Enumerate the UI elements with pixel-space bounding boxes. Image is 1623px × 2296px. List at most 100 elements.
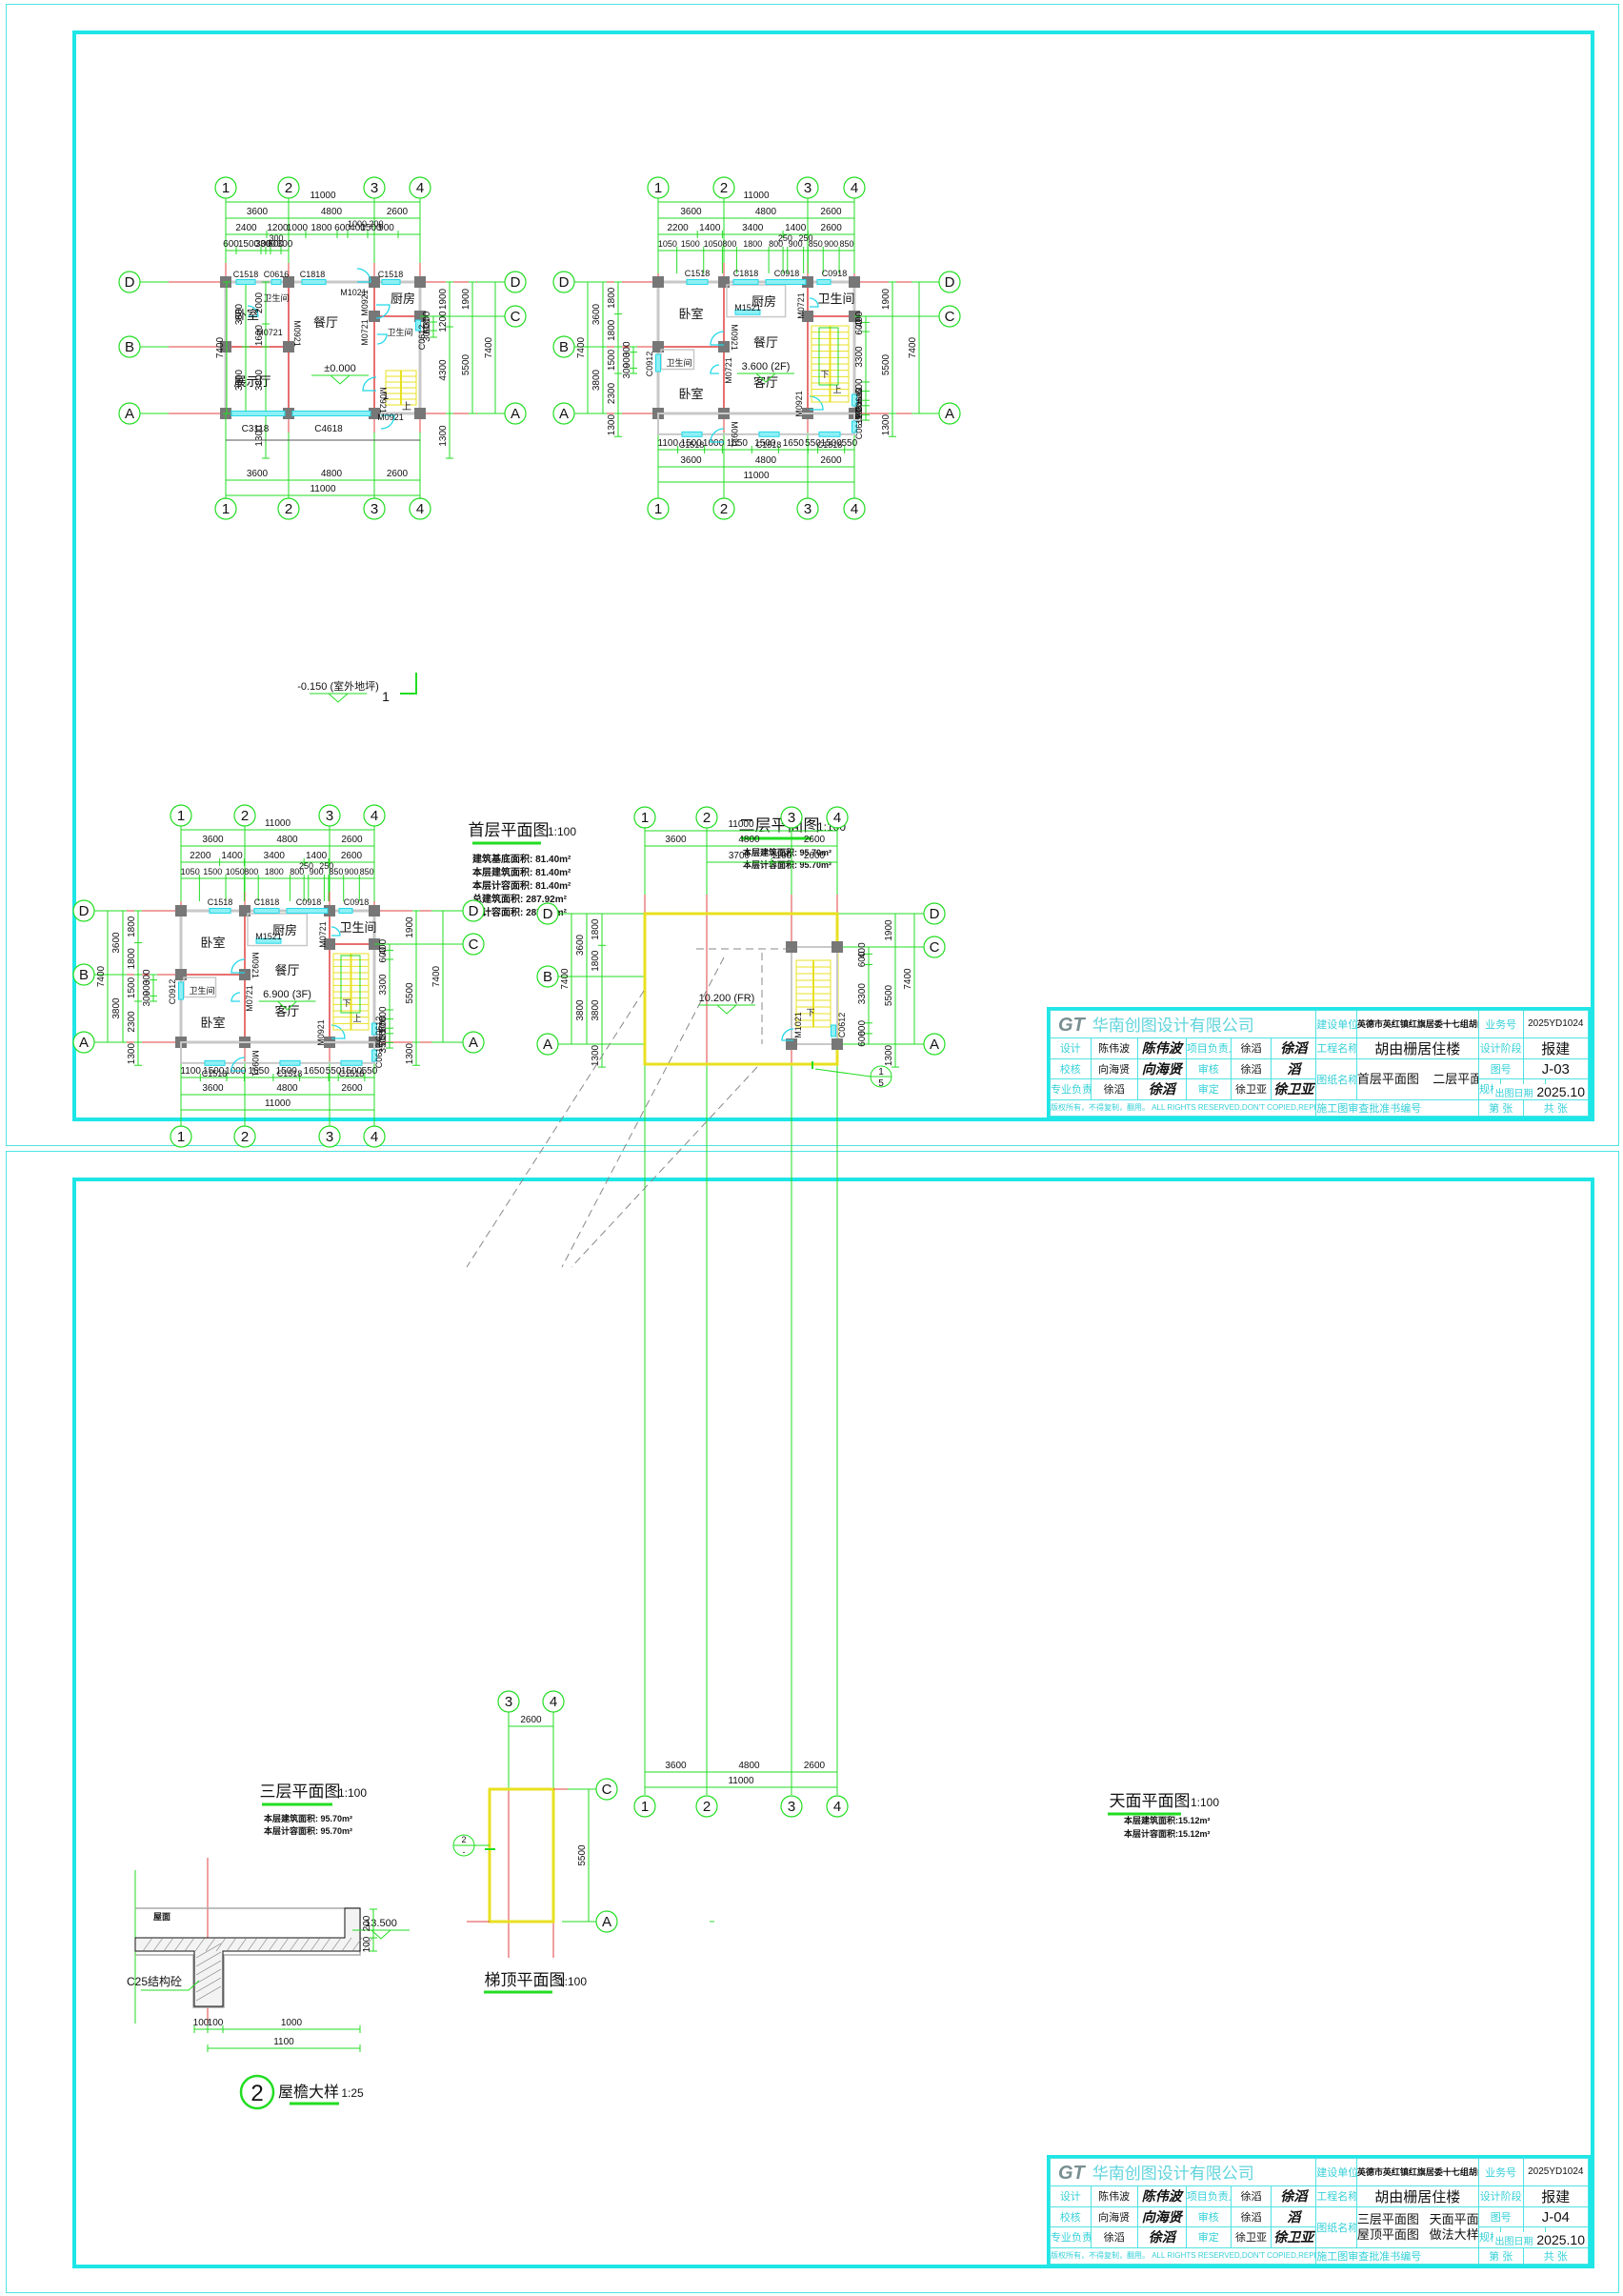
- dimension-value: 4300: [438, 359, 449, 381]
- issue-date: 出图日期 2025.10: [1493, 2232, 1587, 2247]
- dimension-value: 300: [422, 326, 432, 342]
- dimension-value: 5500: [405, 982, 415, 1004]
- opening-label: C3118: [242, 424, 270, 434]
- date-value: 2025.10: [1536, 1084, 1585, 1099]
- dimension-value: 1500: [754, 438, 776, 449]
- hatch-line: [215, 1937, 227, 1952]
- opening-label: C1818: [254, 897, 280, 907]
- signature: 滔: [1271, 1057, 1317, 1080]
- dimension-value: 600: [857, 1020, 868, 1037]
- dimension-value: 900: [344, 867, 358, 876]
- axis-bubble-2-label: 2: [703, 810, 711, 826]
- dimension-value: 600: [857, 951, 868, 967]
- axis-bubble-4-label: 4: [371, 808, 378, 824]
- drawing-name-label: 图纸名称: [1315, 1057, 1357, 1100]
- person-name: 徐滔: [1230, 1057, 1272, 1080]
- dimension-value: 3600: [111, 932, 122, 954]
- window: [209, 908, 231, 914]
- dimension-value: 1800: [607, 287, 617, 309]
- dimension-value: 100: [208, 2018, 224, 2028]
- axis-bubble-D-circle: [118, 271, 141, 293]
- dimension-value: 1600: [254, 324, 265, 346]
- opening-label: M0921: [378, 387, 388, 413]
- dimension-value: 1300: [438, 425, 449, 447]
- dimension-value: 1300: [254, 425, 265, 447]
- level-triangle: [330, 374, 351, 385]
- column: [786, 1038, 797, 1050]
- opening-label: M0721: [796, 292, 806, 319]
- dimension-value: 2200: [667, 223, 689, 233]
- dimension-value: 3600: [665, 1761, 687, 1771]
- axis-bubble-1-label: 1: [222, 180, 230, 196]
- axis-bubble-D-right-label: D: [930, 906, 940, 922]
- hatch-line: [205, 1937, 216, 1952]
- dimension-value: 11000: [265, 818, 291, 829]
- area-note: 建筑基底面积: 81.40m²: [471, 853, 571, 865]
- column: [652, 341, 664, 352]
- room-label: 餐厅: [753, 335, 778, 350]
- signature: 陈伟波: [1136, 1037, 1187, 1059]
- drawing-names: 三层平面图 天面平面图屋顶平面图 做法大样图: [1355, 2205, 1479, 2248]
- room-label: 卫生间: [817, 292, 854, 306]
- dimension-value: 850: [840, 239, 854, 249]
- total-label: 共 张: [1522, 1098, 1590, 1118]
- hatch-line: [226, 1937, 237, 1952]
- opening-label: C1518: [233, 270, 259, 279]
- issue-date: 出图日期 2025.10: [1493, 1084, 1587, 1099]
- window: [681, 431, 703, 437]
- hatch-line: [351, 1937, 363, 1952]
- level-triangle: [716, 1004, 737, 1015]
- room-label: 卫生间: [263, 292, 289, 303]
- column: [652, 276, 664, 288]
- dimension-value: 600: [378, 946, 389, 962]
- dimension-value: 900: [789, 239, 803, 249]
- job-no-value: 2025YD1024: [1522, 1010, 1590, 1038]
- level-value: ±0.000: [324, 363, 356, 374]
- axis-bubble-B-circle: [72, 963, 95, 986]
- dimension-value: 1300: [405, 1043, 415, 1065]
- column: [369, 311, 380, 322]
- axis-bubble-2-bottom-circle: [233, 1125, 256, 1148]
- axis-bubble-C-right-circle: [462, 933, 485, 956]
- axis-bubble-B-circle: [118, 335, 141, 358]
- detail-title: 屋檐大样: [278, 2084, 339, 2101]
- dimension-value: 600: [268, 239, 284, 250]
- opening-label: M0721: [318, 921, 328, 948]
- door-swing: [781, 1028, 794, 1041]
- opening-label: M0921: [377, 413, 404, 422]
- area-note: 本层计容面积:15.12m²: [1124, 1828, 1211, 1839]
- axis-bubble-1-bottom-circle: [633, 1795, 656, 1818]
- door-swing: [710, 428, 725, 443]
- axis-bubble-1-label: 1: [641, 810, 649, 826]
- dimension-value: 1800: [743, 239, 762, 249]
- opening-label: C0912: [168, 979, 177, 1005]
- column: [283, 341, 294, 352]
- role-label: 审核: [1185, 1057, 1232, 1080]
- window: [734, 309, 761, 315]
- dimension-value: 1400: [699, 223, 721, 233]
- opening-label: C0918: [822, 269, 848, 278]
- axis-bubble-2-label: 2: [241, 808, 249, 824]
- window: [253, 908, 280, 914]
- role-label: 专业负责人: [1050, 2226, 1092, 2248]
- door-swing: [809, 297, 819, 308]
- axis-bubble-D-right-circle: [938, 271, 961, 293]
- axis-bubble-3-label: 3: [804, 180, 812, 196]
- hatch-line: [299, 1937, 311, 1952]
- axis-bubble-C-right-label: C: [945, 309, 955, 325]
- hatch-line: [247, 1937, 258, 1952]
- window: [852, 420, 857, 433]
- dimension-value: 250: [319, 861, 333, 871]
- dimension-value: 600: [854, 318, 865, 334]
- hatch-line: [310, 1937, 321, 1952]
- dimension-value: 1400: [306, 851, 328, 861]
- sheet-no-value: J-03: [1522, 1057, 1590, 1080]
- window: [852, 393, 857, 407]
- window: [279, 1059, 301, 1066]
- area-note: 总建筑面积: 287.92m²: [472, 893, 568, 905]
- role-label: 审定: [1185, 1078, 1232, 1100]
